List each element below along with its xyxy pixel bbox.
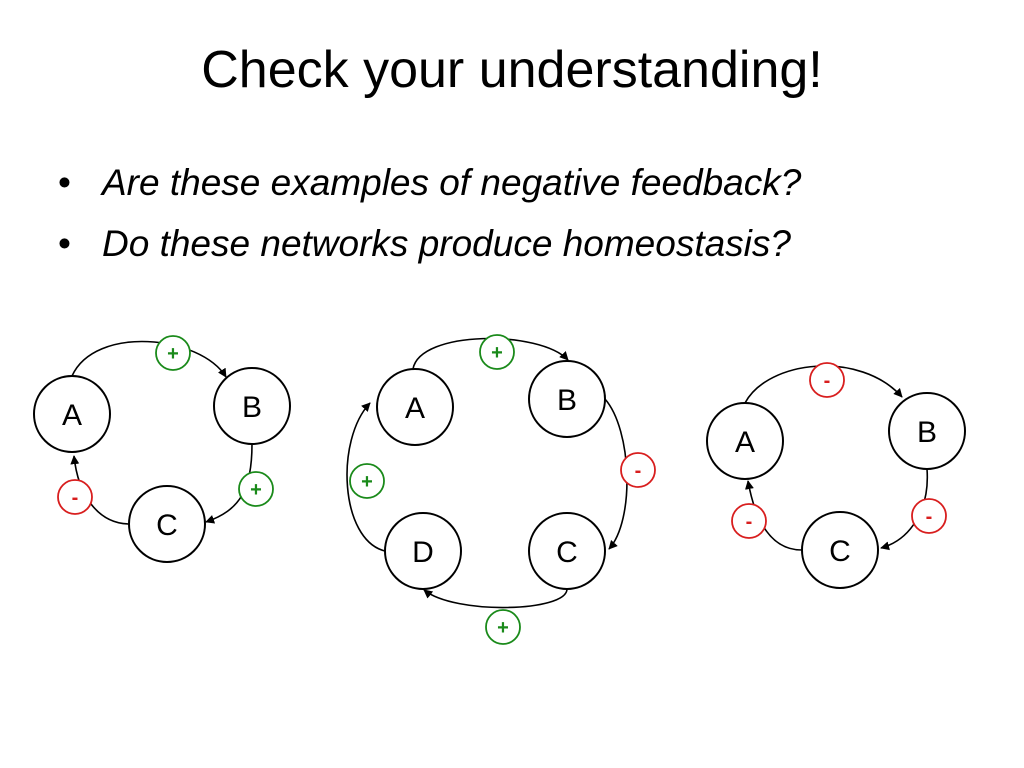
node-label-b: B (557, 384, 577, 417)
negative-sign-badge (911, 498, 947, 534)
edge-arrow-c-d (423, 588, 568, 609)
node-label-b: B (917, 416, 937, 449)
sign-label: + (491, 342, 503, 364)
sign-label: - (926, 506, 933, 528)
node-circle-a (376, 368, 454, 446)
bullet-item: • Do these networks produce homeostasis? (58, 223, 801, 266)
negative-sign-badge (809, 362, 845, 398)
sign-label: + (497, 617, 509, 639)
edge-arrow-a-b (412, 337, 569, 370)
positive-sign-badge (479, 334, 515, 370)
bullet-text: Do these networks produce homeostasis? (102, 222, 791, 264)
sign-label: + (250, 479, 262, 501)
sign-label: + (167, 343, 179, 365)
sign-label: - (824, 370, 831, 392)
node-circle-c (128, 485, 206, 563)
node-circle-b (213, 367, 291, 445)
negative-sign-badge (620, 452, 656, 488)
node-label-a: A (405, 392, 425, 425)
edge-arrow-a-b (71, 340, 227, 378)
negative-sign-badge (57, 479, 93, 515)
node-label-b: B (242, 391, 262, 424)
node-circle-b (528, 360, 606, 438)
sign-label: - (746, 511, 753, 533)
edge-arrow-d-a (346, 402, 386, 552)
node-circle-b (888, 392, 966, 470)
node-circle-c (801, 511, 879, 589)
node-circle-a (706, 402, 784, 480)
node-circle-a (33, 375, 111, 453)
node-label-c: C (556, 536, 578, 569)
sign-label: - (635, 460, 642, 482)
bullet-mark: • (58, 162, 71, 203)
sign-label: + (361, 471, 373, 493)
node-label-c: C (156, 509, 178, 542)
bullet-list: • Are these examples of negative feedbac… (58, 162, 801, 283)
slide-title: Check your understanding! (201, 41, 823, 99)
node-label-d: D (412, 536, 434, 569)
network-1: A B C + + - (33, 335, 291, 563)
edge-arrow-c-a (745, 480, 803, 551)
node-label-a: A (735, 426, 755, 459)
positive-sign-badge (349, 463, 385, 499)
negative-sign-badge (731, 503, 767, 539)
bullet-mark: • (58, 222, 71, 264)
positive-sign-badge (485, 609, 521, 645)
positive-sign-badge (238, 471, 274, 507)
node-label-c: C (829, 535, 851, 568)
node-circle-d (384, 512, 462, 590)
bullet-item: • Are these examples of negative feedbac… (58, 162, 801, 205)
sign-label: - (72, 487, 79, 509)
node-label-a: A (62, 399, 82, 432)
network-2: A B C D + - + + (346, 334, 656, 645)
positive-sign-badge (155, 335, 191, 371)
edge-arrow-c-a (70, 455, 131, 525)
node-circle-c (528, 512, 606, 590)
bullet-text: Are these examples of negative feedback? (102, 162, 802, 203)
network-3: A B C - - - (706, 362, 966, 589)
